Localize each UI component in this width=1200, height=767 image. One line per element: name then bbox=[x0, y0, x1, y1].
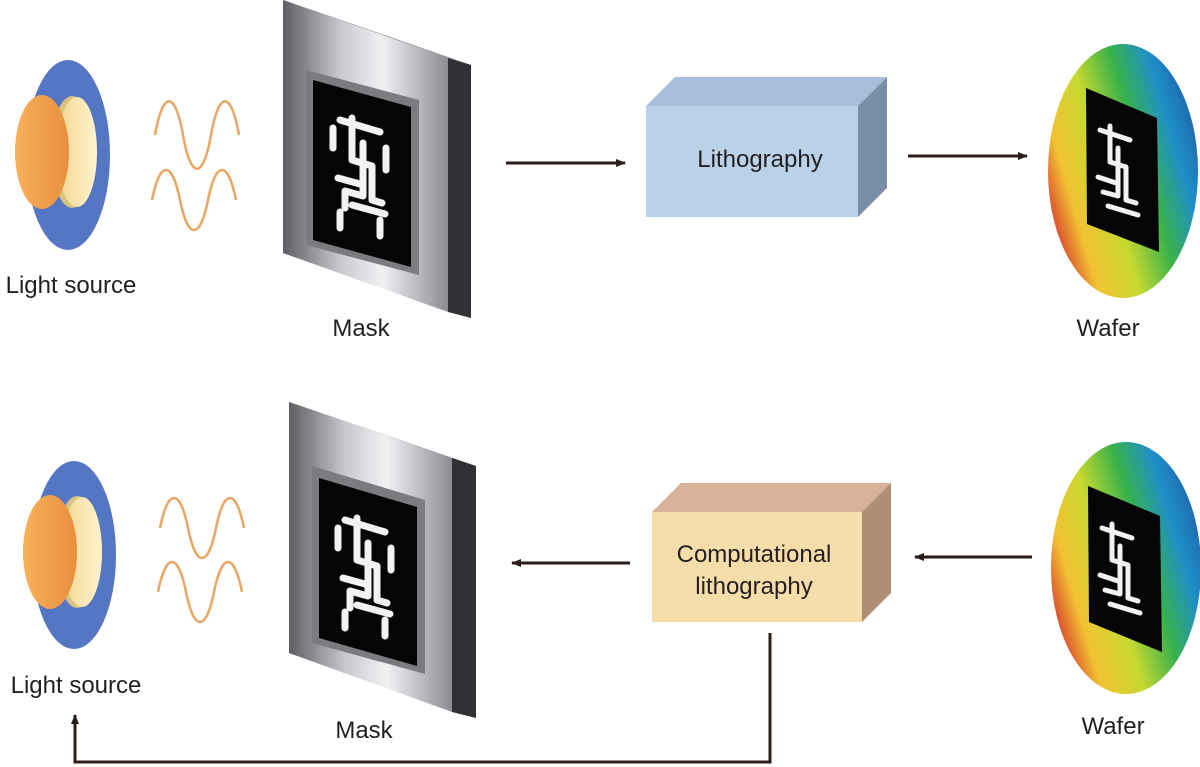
light-source-icon bbox=[23, 461, 116, 649]
computational-label-line1: Computational bbox=[677, 541, 832, 568]
bottom-mask-label: Mask bbox=[335, 717, 393, 744]
bottom-wafer-label: Wafer bbox=[1081, 713, 1144, 740]
computational-label-line2: lithography bbox=[695, 573, 812, 600]
top-mask-label: Mask bbox=[332, 315, 390, 342]
light-wave-icon bbox=[150, 100, 241, 232]
wafer-icon bbox=[1048, 44, 1198, 298]
wafer-icon bbox=[1051, 442, 1200, 694]
lithography-box: Lithography bbox=[646, 77, 887, 217]
feedback-arrow-icon bbox=[71, 633, 772, 764]
light-source-icon bbox=[15, 60, 110, 250]
light-wave-icon bbox=[156, 496, 246, 624]
top-light-source-label: Light source bbox=[6, 272, 137, 299]
photomask-icon bbox=[283, 0, 471, 318]
bottom-light-source-label: Light source bbox=[11, 672, 142, 699]
top-wafer-label: Wafer bbox=[1076, 315, 1139, 342]
photomask-icon bbox=[289, 402, 476, 718]
computational-lithography-box: Computational lithography bbox=[652, 483, 891, 622]
lithography-label: Lithography bbox=[697, 146, 822, 173]
